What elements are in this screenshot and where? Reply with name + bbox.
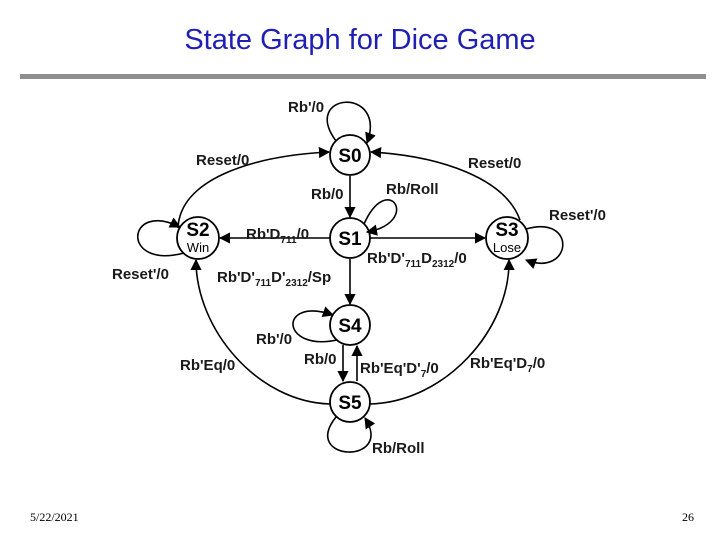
label-s5-self: Rb/Roll	[372, 440, 425, 457]
edge-s2-to-s0	[177, 146, 331, 229]
label-s0-self: Rb'/0	[288, 99, 324, 116]
label-s5-to-s4: Rb'Eq'D'7/0	[360, 360, 439, 380]
s3-self-loop	[524, 226, 564, 269]
state-s3-caption: Lose	[493, 240, 521, 255]
label-s3-self: Reset'/0	[549, 207, 606, 224]
title-rule	[20, 74, 706, 79]
label-s5-to-s3: Rb'Eq'D7/0	[470, 355, 545, 375]
label-s1-to-s4: Rb'D'711D'2312/Sp	[217, 269, 331, 289]
label-s5-to-s2: Rb'Eq/0	[180, 357, 235, 374]
slide-date: 5/22/2021	[30, 510, 79, 524]
state-s1-label: S1	[338, 229, 362, 250]
edge-s5-to-s3	[369, 258, 515, 405]
edge-s3-to-s0	[369, 146, 521, 221]
s5-self-loop	[327, 416, 376, 453]
state-s0-label: S0	[338, 146, 361, 167]
state-s5-label: S5	[338, 393, 362, 414]
label-s1-to-s2: Rb'D711/0	[246, 226, 309, 246]
edge-s5-to-s2	[190, 258, 331, 405]
state-s4-label: S4	[338, 316, 362, 337]
label-s2-self: Reset'/0	[112, 266, 169, 283]
slide-page-number: 26	[682, 510, 694, 524]
s4-self-loop	[292, 306, 338, 343]
label-s1-to-s3: Rb'D'711D2312/0	[367, 250, 467, 270]
s0-self-loop	[326, 101, 376, 145]
s1-self-loop	[363, 199, 398, 236]
state-s3-label: S3	[495, 220, 518, 241]
label-s3-to-s0: Reset/0	[468, 155, 521, 172]
state-s2-caption: Win	[187, 240, 209, 255]
label-s4-self: Rb'/0	[256, 331, 292, 348]
label-s2-to-s0: Reset/0	[196, 152, 249, 169]
label-s0-to-s1: Rb/0	[311, 186, 344, 203]
label-s4-to-s5: Rb/0	[304, 351, 337, 368]
state-s2-label: S2	[186, 220, 209, 241]
label-s1-self: Rb/Roll	[386, 181, 439, 198]
s2-self-loop	[137, 217, 185, 257]
state-s5-node	[329, 381, 371, 423]
slide-title: State Graph for Dice Game	[184, 24, 536, 56]
